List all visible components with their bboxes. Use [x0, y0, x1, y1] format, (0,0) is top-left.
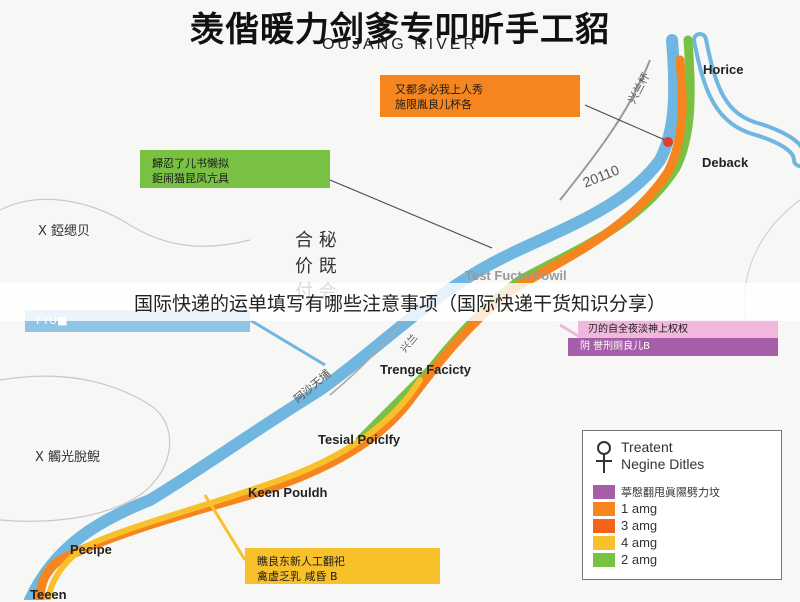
callout-green-line2: 鉅闹猫昆凤亢具	[152, 172, 229, 185]
legend-item: 4 amg	[593, 534, 771, 551]
place-horice[interactable]: Horice	[703, 62, 744, 77]
map-subtitle: OUJANG RIVER	[321, 36, 478, 53]
legend-item-label: 2 amg	[621, 552, 658, 567]
callout-box-yellow	[245, 548, 440, 584]
leader-yellow	[203, 494, 247, 561]
river-branch-east-fill	[696, 36, 800, 164]
place-teeen[interactable]: Teeen	[30, 587, 67, 602]
map-title: 羡偕暖力剑爹专叩昕手工貂	[190, 10, 610, 50]
location-pin-icon	[593, 439, 615, 475]
overlay-banner: 国际快递的运单填写有哪些注意事项（国际快递干货知识分享）	[0, 283, 800, 321]
callout-orange-top-line1: 又都多必我上人秀	[395, 83, 483, 96]
place-trenge[interactable]: Trenge Facicty	[380, 362, 472, 377]
legend-header: Treatent Negine Ditles	[593, 439, 771, 475]
callout-pink-line1: 刃的自全夜淡神上权权	[588, 324, 688, 335]
legend-title-line2: Negine Ditles	[621, 456, 705, 472]
legend-item-label: 葶慇翻甩眞隰劈力坟	[621, 486, 720, 499]
place-pecipe[interactable]: Pecipe	[70, 542, 112, 557]
center-char-line2: 价 既	[295, 256, 337, 277]
legend-item-label: 3 amg	[621, 518, 658, 533]
legend-swatch	[593, 484, 615, 499]
junction-marker[interactable]	[663, 137, 673, 147]
callout-yellow-bottom-line1: 瞧良东新人工翻祀	[257, 555, 345, 568]
place-deback[interactable]: Deback	[702, 155, 749, 170]
callout-yellow-bottom[interactable]: 瞧良东新人工翻祀 禽虚乏乳 咸昏 B	[247, 550, 355, 588]
callout-box-purple	[568, 338, 778, 356]
region-outline-upper	[0, 198, 251, 247]
legend-item: 2 amg	[593, 551, 771, 568]
river-main	[24, 34, 681, 600]
legend-item: 1 amg	[593, 500, 771, 517]
callout-box-orange-top	[380, 75, 580, 117]
region-upper-left: X 錏缌贝	[38, 224, 91, 239]
road-upper	[559, 59, 651, 201]
legend-item-label: 1 amg	[621, 501, 658, 516]
legend-item: 葶慇翻甩眞隰劈力坟	[593, 483, 771, 500]
legend-swatch	[593, 518, 615, 533]
callout-pink[interactable]: 刃的自全夜淡神上权权	[580, 320, 696, 339]
leader-left	[249, 318, 326, 367]
place-test-fuctn[interactable]: Test Fuctn Fowil	[465, 268, 567, 283]
callout-yellow-bottom-line2: 禽虚乏乳 咸昏 B	[257, 570, 338, 583]
legend-item-label: 4 amg	[621, 535, 658, 550]
callout-box-pink	[578, 320, 778, 340]
callout-green[interactable]: 歸忍了儿书懒拟 鉅闹猫昆凤亢具	[142, 152, 239, 190]
place-keen[interactable]: Keen Pouldh	[248, 485, 328, 500]
map-legend: Treatent Negine Ditles 葶慇翻甩眞隰劈力坟 1 amg 3…	[582, 430, 782, 580]
leader-orange	[584, 104, 666, 141]
callout-orange-top[interactable]: 又都多必我上人秀 施限胤良儿杯各	[385, 78, 493, 116]
region-outline-lower	[0, 375, 171, 522]
legend-swatch	[593, 552, 615, 567]
place-tesial[interactable]: Tesial Poiclfy	[318, 432, 401, 447]
callout-box-green	[140, 150, 330, 188]
center-char-line1: 合 秘	[295, 230, 337, 251]
legend-swatch	[593, 501, 615, 516]
leader-green	[329, 179, 493, 249]
legend-swatch	[593, 535, 615, 550]
callout-purple-line1: 阴 誉刑厕良儿B	[580, 341, 651, 352]
callout-orange-top-line2: 施限胤良儿杯各	[395, 98, 472, 111]
region-lower-left: X 觸光脫鲵	[35, 450, 101, 465]
callout-green-line1: 歸忍了儿书懒拟	[152, 157, 229, 170]
callout-purple[interactable]: 阴 誉刑厕良儿B	[572, 338, 658, 355]
legend-title-line1: Treatent	[621, 439, 673, 455]
legend-item: 3 amg	[593, 517, 771, 534]
